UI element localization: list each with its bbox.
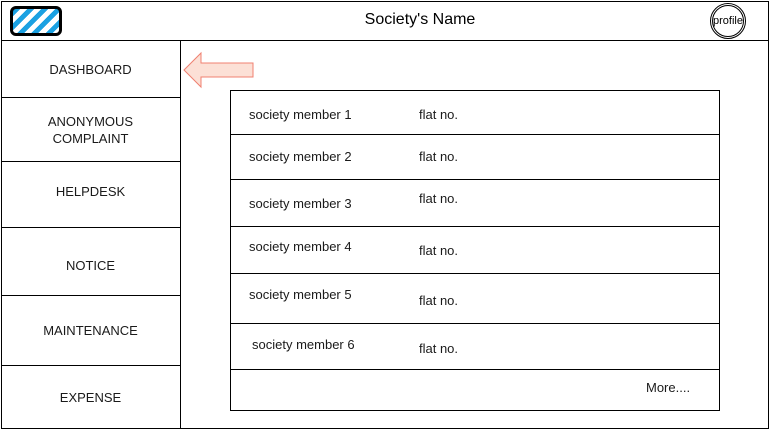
- member-flat: flat no.: [419, 149, 459, 164]
- member-name: society member 6: [252, 337, 355, 352]
- sidebar-item-helpdesk[interactable]: HELPDESK: [1, 162, 180, 228]
- table-row[interactable]: society member 2 flat no.: [231, 135, 719, 180]
- striped-logo-icon[interactable]: [10, 6, 62, 36]
- table-row[interactable]: society member 5 flat no.: [231, 274, 719, 324]
- app-window: [1, 1, 769, 429]
- member-name: society member 4: [249, 239, 352, 254]
- more-link[interactable]: More....: [646, 380, 691, 395]
- sidebar-item-expense[interactable]: EXPENSE: [59, 390, 122, 405]
- page-title: Society's Name: [364, 11, 476, 28]
- profile-button[interactable]: profile: [710, 3, 746, 39]
- header-divider: [1, 40, 769, 41]
- member-flat: flat no.: [419, 341, 459, 356]
- sidebar-item-dashboard[interactable]: DASHBOARD: [1, 41, 180, 98]
- left-arrow-icon: [183, 51, 254, 89]
- table-row[interactable]: society member 1 flat no.: [231, 91, 719, 135]
- member-name: society member 2: [249, 149, 352, 164]
- sidebar-item-anonymous-complaint[interactable]: ANONYMOUS COMPLAINT: [1, 98, 180, 162]
- member-name: society member 3: [249, 196, 352, 211]
- table-row[interactable]: society member 4 flat no.: [231, 227, 719, 274]
- sidebar-divider: [180, 40, 181, 429]
- member-flat: flat no.: [419, 293, 459, 308]
- table-row[interactable]: society member 6 flat no.: [231, 324, 719, 370]
- profile-label: profile: [712, 5, 744, 37]
- member-flat: flat no.: [419, 243, 459, 258]
- member-name: society member 5: [249, 287, 352, 302]
- sidebar-item-maintenance[interactable]: MAINTENANCE: [1, 296, 180, 366]
- member-flat: flat no.: [419, 191, 459, 206]
- sidebar-item-notice[interactable]: NOTICE: [1, 228, 180, 296]
- member-flat: flat no.: [419, 107, 459, 122]
- table-row[interactable]: society member 3 flat no.: [231, 180, 719, 227]
- member-name: society member 1: [249, 107, 352, 122]
- member-table: society member 1 flat no. society member…: [230, 90, 720, 411]
